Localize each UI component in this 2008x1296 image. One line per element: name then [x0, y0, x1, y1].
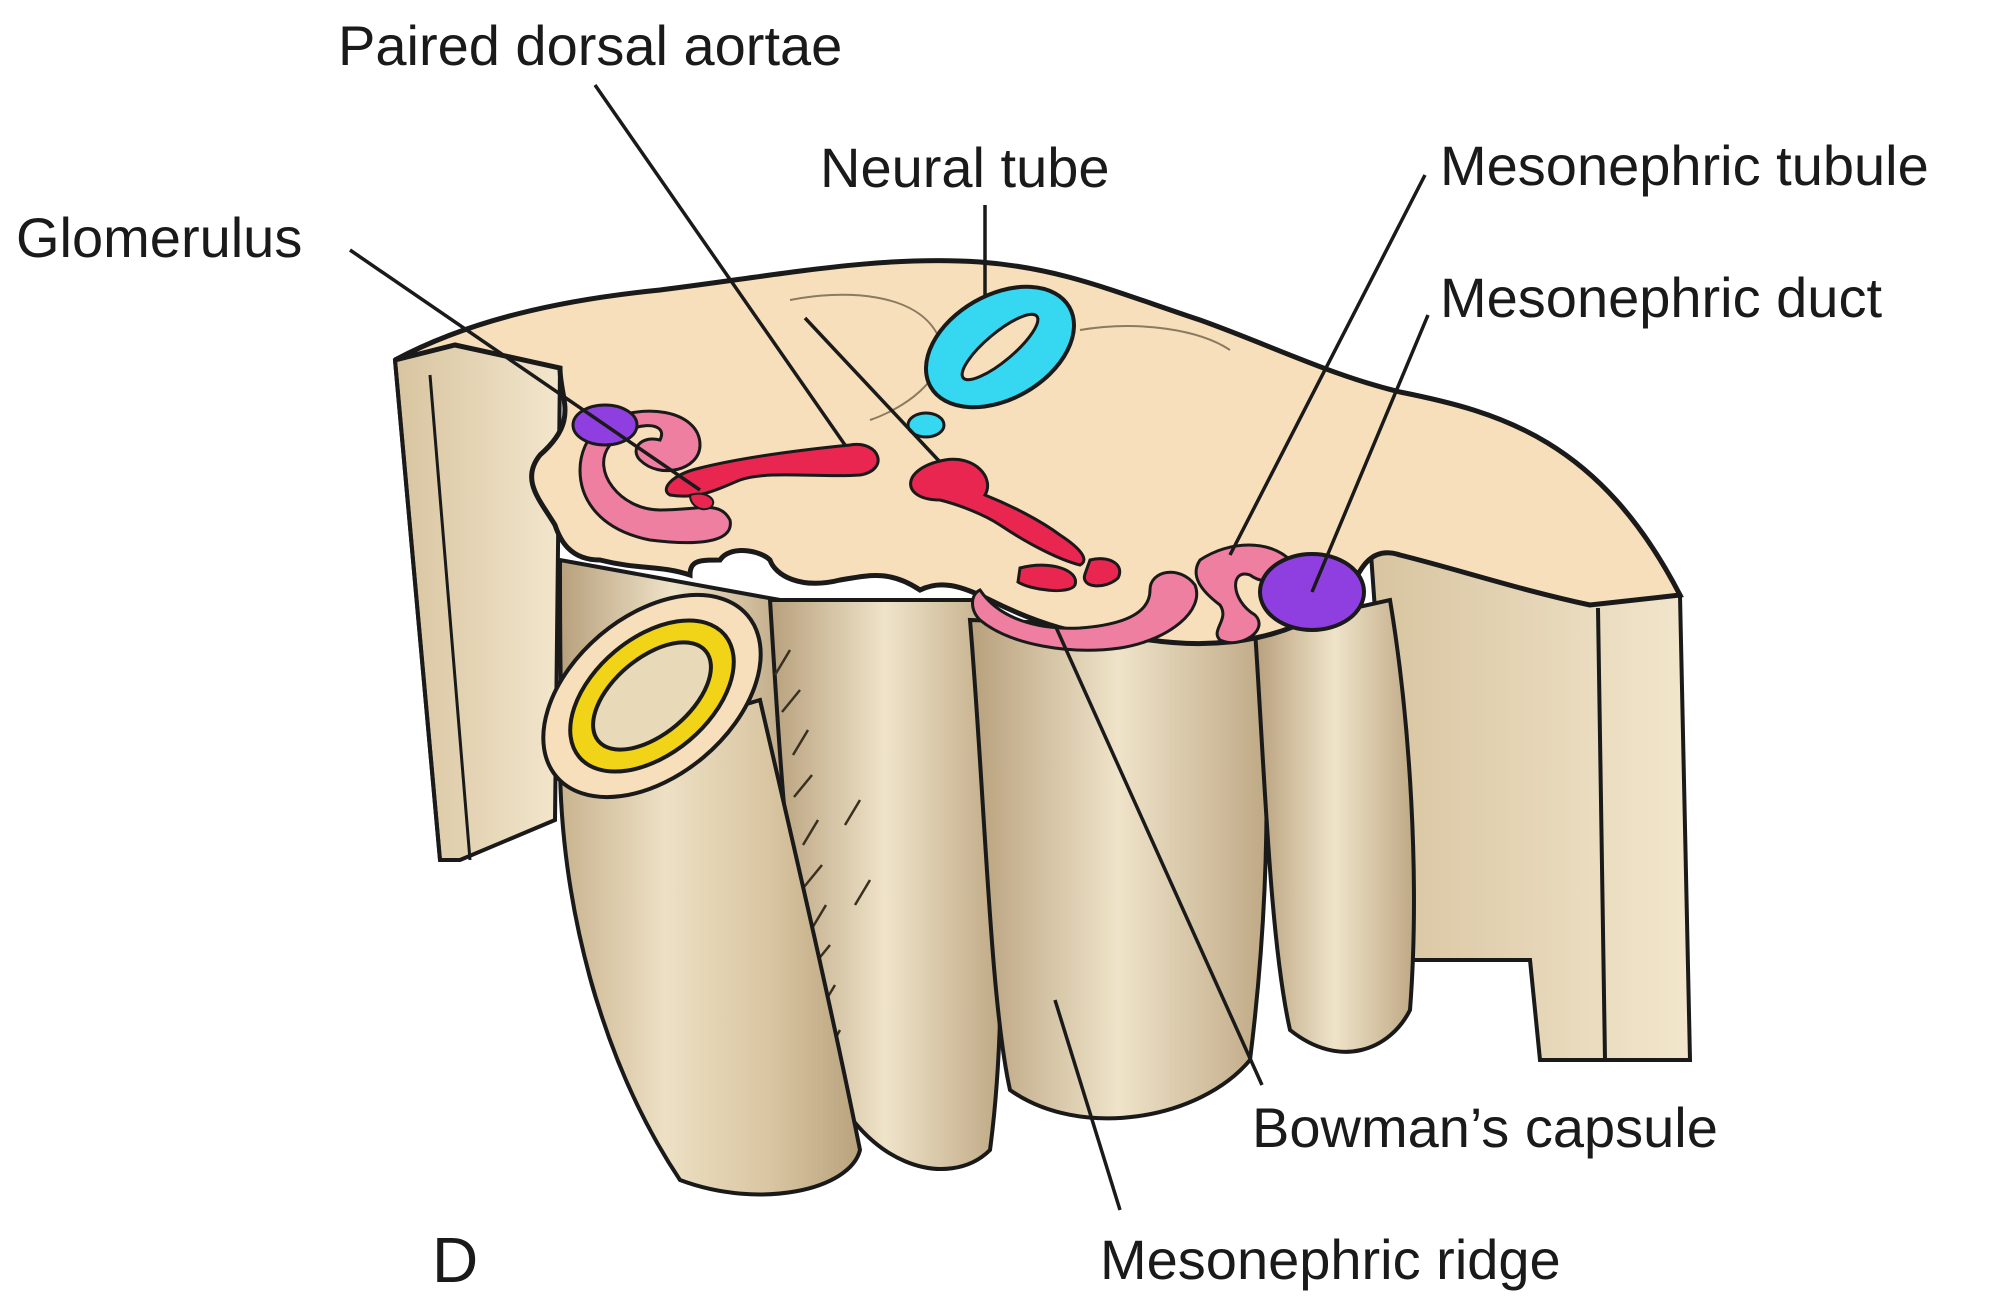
label-mesonephric-ridge: Mesonephric ridge	[1100, 1232, 1561, 1288]
right-body-wall	[1370, 540, 1690, 1060]
label-bowmans-capsule: Bowman’s capsule	[1252, 1100, 1718, 1156]
label-neural-tube: Neural tube	[820, 140, 1110, 196]
panel-letter: D	[432, 1228, 478, 1292]
label-glomerulus: Glomerulus	[16, 210, 302, 266]
label-mesonephric-duct: Mesonephric duct	[1440, 270, 1882, 326]
left-body-wall	[395, 345, 560, 860]
label-paired-dorsal-aortae: Paired dorsal aortae	[338, 18, 842, 74]
label-mesonephric-tubule: Mesonephric tubule	[1440, 138, 1929, 194]
